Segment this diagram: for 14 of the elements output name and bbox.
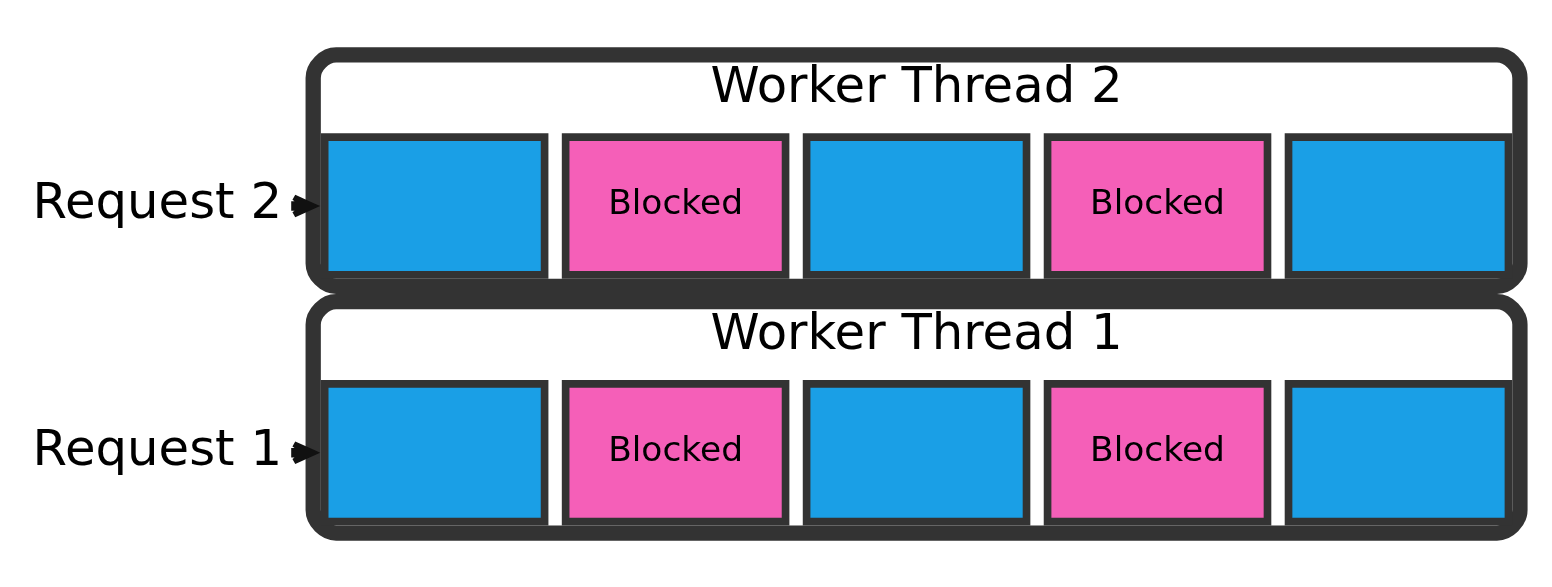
node-box: Blocked: [1043, 379, 1272, 525]
node-box: Blocked: [561, 379, 790, 525]
node-box: [1284, 379, 1513, 525]
node-box: [320, 132, 549, 279]
node-box: [320, 379, 549, 525]
node-box: [1284, 132, 1513, 279]
node-box: [802, 379, 1031, 525]
node-box: Blocked: [561, 132, 790, 279]
arrow: [291, 440, 317, 464]
node-box: Blocked: [1043, 132, 1272, 279]
node-box: [802, 132, 1031, 279]
arrow: [291, 194, 317, 217]
node-text: Request 2: [32, 171, 283, 230]
node-text: Request 1: [32, 418, 283, 477]
